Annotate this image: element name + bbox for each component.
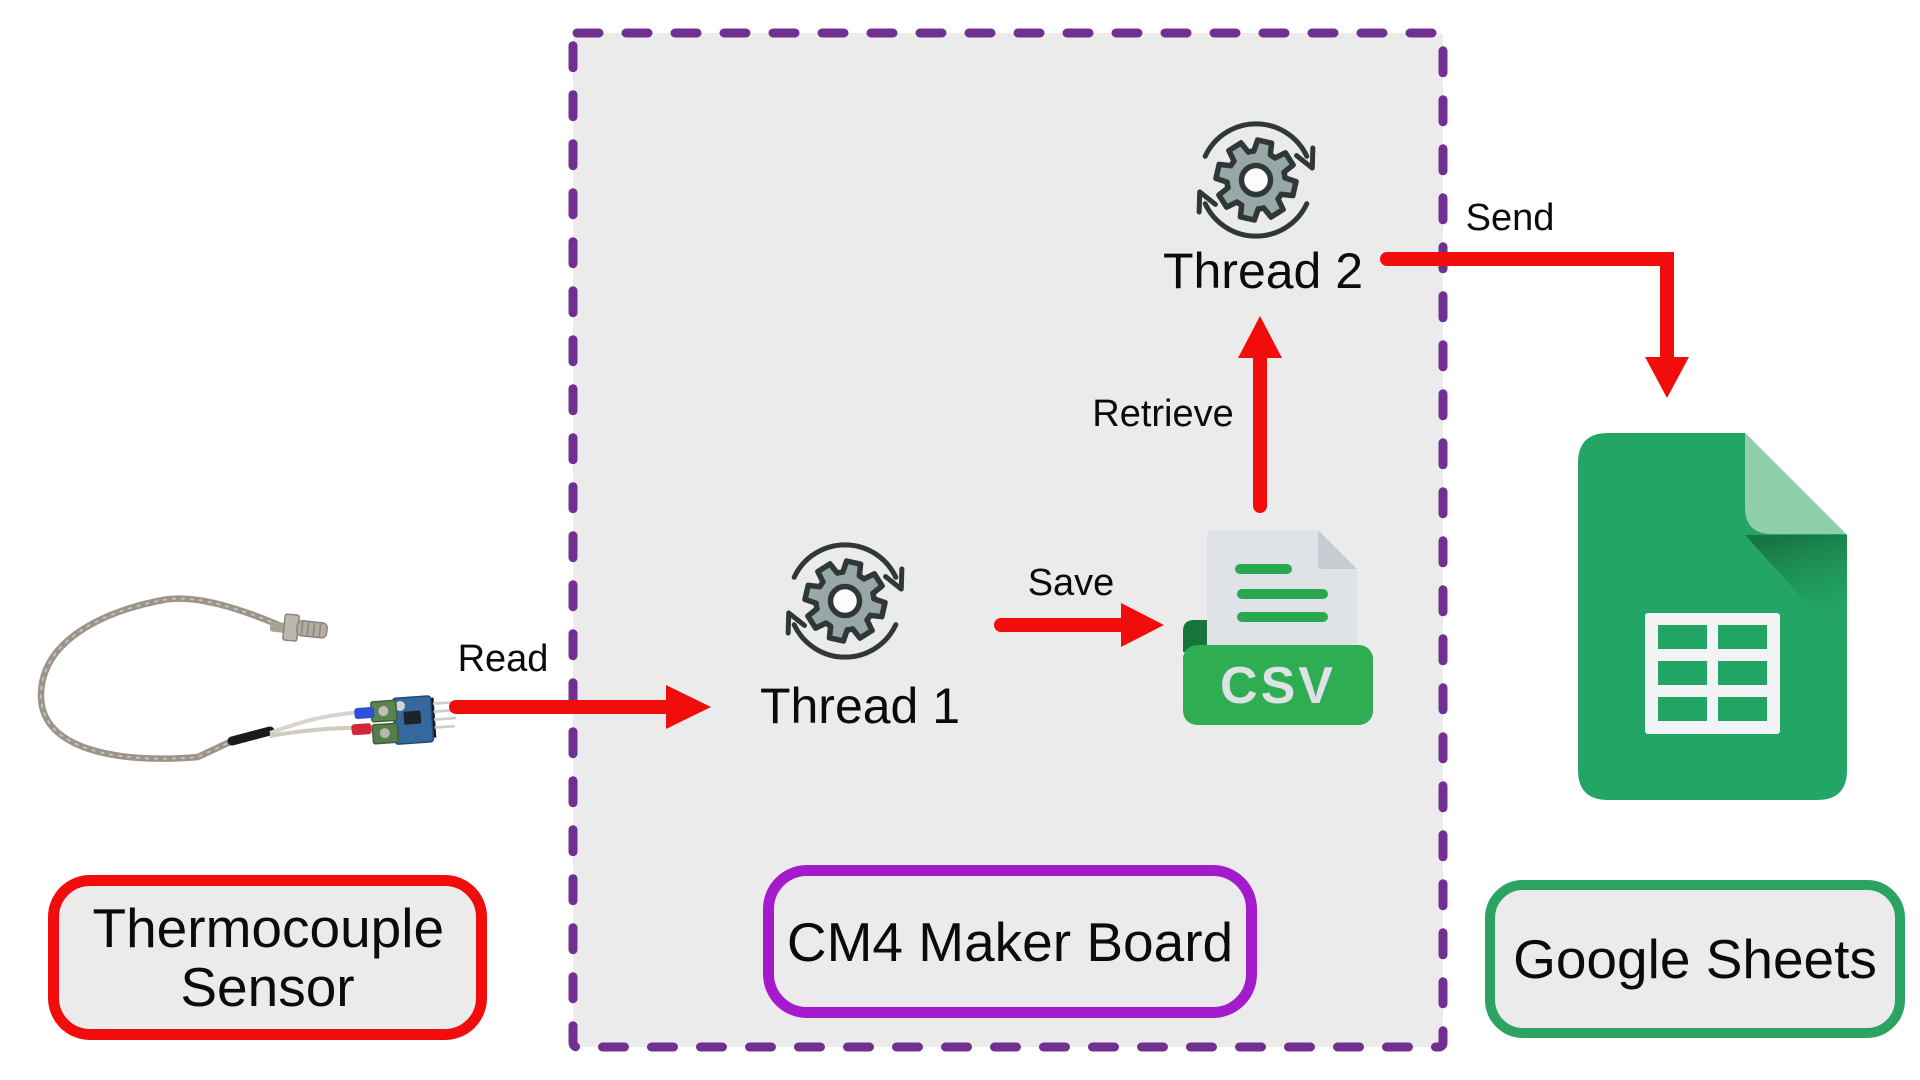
thermocouple-sensor-badge-label: Thermocouple Sensor — [92, 897, 445, 1018]
thermocouple-probe — [269, 613, 328, 642]
wire-sleeve — [227, 726, 275, 746]
wire-braid-highlight — [40, 597, 289, 760]
sync-arrow-top — [1202, 121, 1316, 171]
google-sheets-badge-label: Google Sheets — [1513, 928, 1877, 990]
thread2-sync-icon — [1196, 121, 1316, 239]
read-arrow — [449, 685, 711, 729]
google-sheets-icon — [1578, 433, 1847, 800]
sync-arrow-bottom — [1196, 189, 1310, 239]
thermocouple-sensor-badge: Thermocouple Sensor — [48, 875, 487, 1040]
send-arrow — [1380, 252, 1689, 398]
sheets-folded-corner — [1745, 433, 1846, 534]
cm4-board-region — [568, 28, 1448, 1052]
sync-arrow-top — [791, 542, 905, 592]
thermocouple-photo — [37, 595, 457, 762]
thread1-sync-icon — [785, 542, 905, 660]
send-label: Send — [1465, 197, 1555, 239]
save-label: Save — [1027, 562, 1115, 604]
google-sheets-badge: Google Sheets — [1485, 880, 1905, 1038]
csv-file-icon — [1183, 530, 1373, 725]
thread2-label: Thread 2 — [1162, 243, 1364, 299]
cm4-maker-board-badge: CM4 Maker Board — [763, 865, 1257, 1018]
retrieve-arrow — [1238, 316, 1282, 513]
read-label: Read — [457, 638, 549, 680]
sheets-fold-shadow — [1745, 535, 1847, 648]
csv-document-fold — [1318, 530, 1357, 569]
csv-ribbon-fold — [1183, 620, 1207, 652]
gear-hub — [827, 583, 863, 619]
thread1-label: Thread 1 — [759, 678, 961, 734]
sync-arrow-bottom — [785, 610, 899, 660]
sensor-module — [351, 695, 457, 745]
cm4-maker-board-badge-label: CM4 Maker Board — [786, 910, 1234, 973]
retrieve-label: Retrieve — [1092, 393, 1234, 435]
save-arrow — [994, 603, 1164, 647]
gear-hub — [1238, 162, 1274, 198]
csv-banner-label: CSV — [1220, 657, 1336, 715]
csv-banner — [1183, 645, 1373, 725]
